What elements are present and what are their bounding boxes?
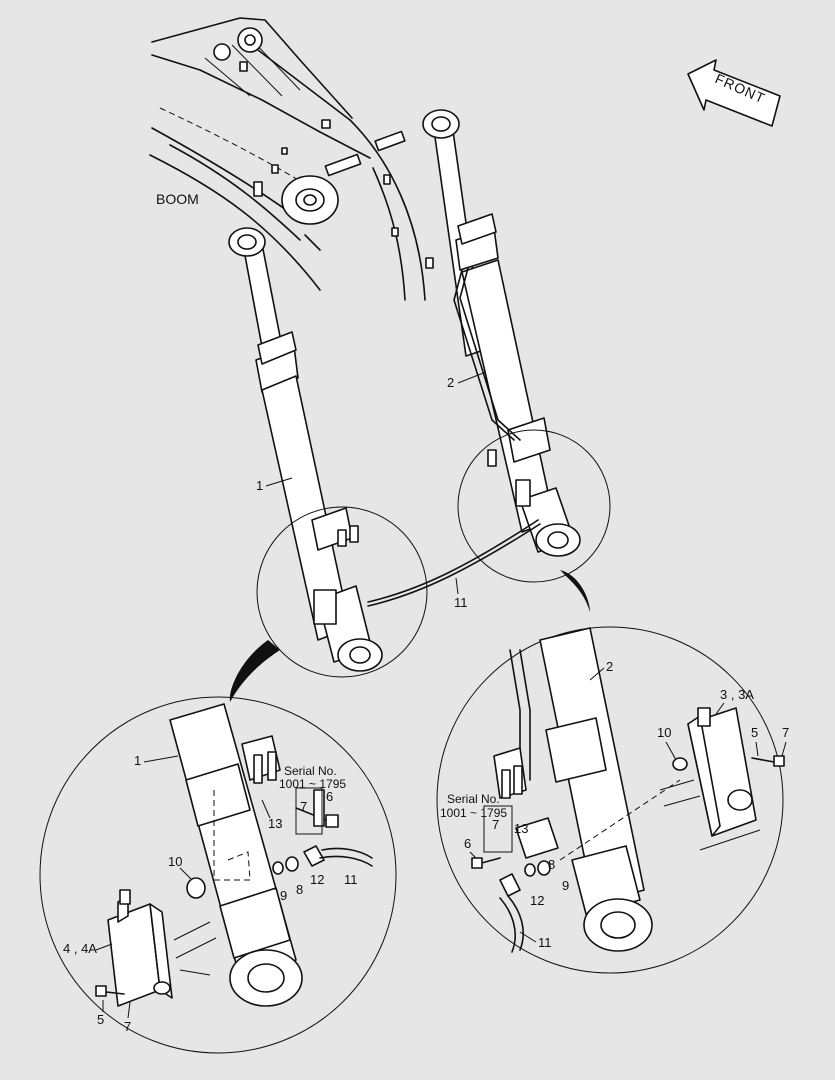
right-detail <box>471 627 785 953</box>
callout-5-right: 5 <box>751 725 758 740</box>
left-detail <box>95 703 373 1007</box>
pointer-left <box>229 640 280 702</box>
detail-circle-left-small <box>256 506 428 678</box>
callout-10-right: 10 <box>657 725 671 740</box>
callout-12-right: 12 <box>530 893 544 908</box>
callout-4-4a-left: 4 , 4A <box>63 941 97 956</box>
detail-circle-left-large <box>39 696 397 1054</box>
detail-circle-right-small <box>457 429 611 583</box>
callout-11-right: 11 <box>538 935 552 950</box>
front-arrow: FRONT <box>687 59 781 127</box>
callout-5-left: 5 <box>97 1012 104 1027</box>
callout-13-right: 13 <box>514 821 528 836</box>
serial-range-right: 1001 ~ 1795 <box>440 806 507 820</box>
boom-cylinder-1 <box>228 227 383 672</box>
hose-11-top <box>367 519 539 603</box>
callout-1-top: 1 <box>256 478 263 493</box>
callout-7-right-box: 7 <box>492 817 499 832</box>
callout-9-right: 9 <box>562 878 569 893</box>
callout-11-left: 11 <box>344 872 358 887</box>
callout-6-left: 6 <box>326 789 333 804</box>
callout-7-right-top: 7 <box>782 725 789 740</box>
serial-title-right: Serial No. <box>447 792 500 806</box>
serial-range-left: 1001 ~ 1795 <box>279 777 346 791</box>
callout-3-3a-right: 3 , 3A <box>720 687 754 702</box>
callout-1-left: 1 <box>134 753 141 768</box>
callout-7-left-box: 7 <box>300 799 307 814</box>
serial-box-left <box>295 787 323 835</box>
callout-8-left: 8 <box>296 882 303 897</box>
callout-2-top: 2 <box>447 375 454 390</box>
serial-title-left: Serial No. <box>284 764 337 778</box>
serial-box-right <box>483 805 513 853</box>
callout-10-left: 10 <box>168 854 182 869</box>
callout-13-left: 13 <box>268 816 282 831</box>
boom-label: BOOM <box>156 191 199 207</box>
pointer-right <box>560 570 590 612</box>
boom-structure <box>149 17 434 301</box>
callout-6-right: 6 <box>464 836 471 851</box>
callout-2-right: 2 <box>606 659 613 674</box>
boom-cylinder-2 <box>422 109 581 557</box>
callout-11-top: 11 <box>454 595 468 610</box>
callout-8-right: 8 <box>548 857 555 872</box>
callout-7-left-bottom: 7 <box>124 1019 131 1034</box>
callout-9-left: 9 <box>280 888 287 903</box>
detail-circle-right-large <box>436 626 784 974</box>
callout-12-left: 12 <box>310 872 324 887</box>
